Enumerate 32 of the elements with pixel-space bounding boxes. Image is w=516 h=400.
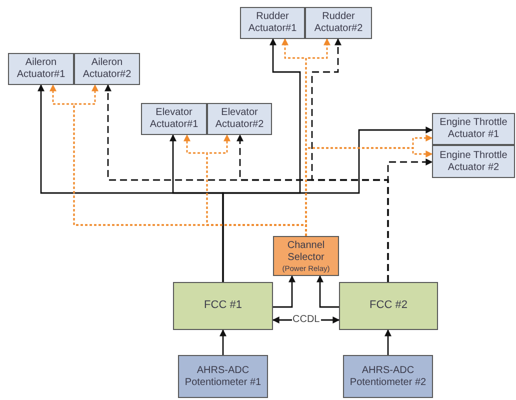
node-label: Rudder Actuator#2: [313, 11, 364, 35]
arrow: [387, 158, 433, 282]
node-label: Channel Selector: [286, 240, 326, 264]
actuator-box: [74, 53, 140, 85]
actuator-box: [305, 7, 372, 39]
arrow: [384, 329, 392, 355]
actuator-box: [432, 145, 515, 178]
arrow: [222, 126, 433, 282]
computer-box: [339, 282, 438, 330]
node-label: Elevator Actuator#2: [214, 107, 265, 131]
node-label: Aileron Actuator#1: [16, 57, 66, 81]
sensor-box: [178, 355, 268, 398]
arrow: [220, 329, 226, 355]
node-label: AHRS-ADC Potentiometer #1: [184, 364, 262, 388]
node-label: Rudder Actuator#1: [247, 11, 298, 35]
node-label: AHRS-ADC Potentiometer #2: [348, 364, 428, 388]
arrow: [273, 275, 296, 308]
actuator-box: [207, 103, 272, 135]
node-label: Aileron Actuator#2: [82, 57, 132, 81]
node-label: Elevator Actuator#1: [148, 107, 200, 131]
node-label: FCC #1: [203, 299, 243, 313]
node-label: Engine Throttle Actuator #2: [438, 150, 508, 174]
selector-box: [273, 236, 339, 276]
actuator-box: [240, 7, 305, 39]
actuator-box: [432, 113, 515, 145]
computer-box: [173, 282, 273, 330]
actuator-box: [141, 103, 207, 135]
sensor-box: [343, 355, 433, 398]
node-label: Engine Throttle Actuator #1: [438, 117, 508, 141]
arrow: [316, 275, 339, 308]
node-label: FCC #2: [368, 299, 408, 313]
actuator-box: [8, 53, 74, 85]
